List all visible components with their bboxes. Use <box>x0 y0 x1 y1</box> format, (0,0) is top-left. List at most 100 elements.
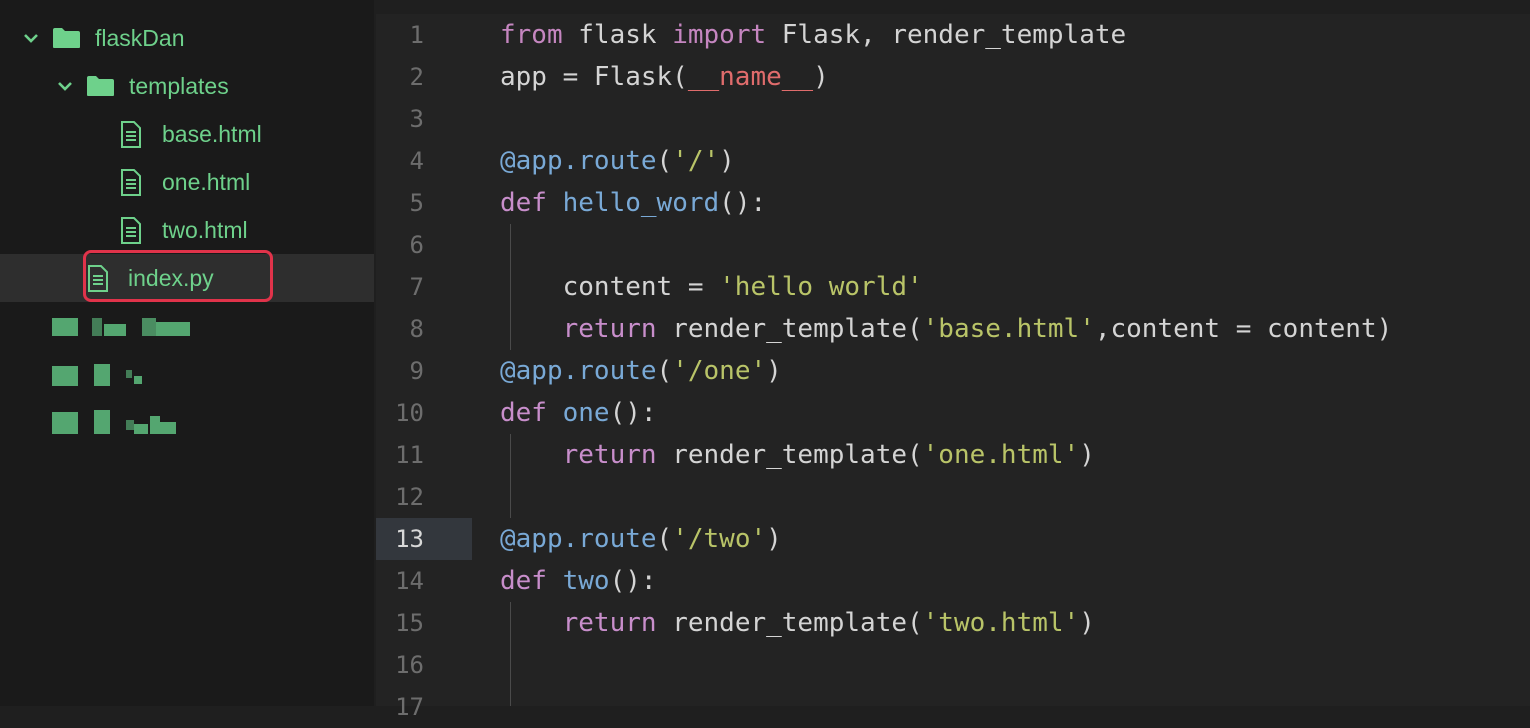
file-icon <box>121 216 141 244</box>
code-token: one <box>562 398 610 428</box>
code-token: 'base.html' <box>922 314 1095 344</box>
tree-label: one.html <box>162 168 251 195</box>
code-token <box>500 440 563 470</box>
code-token: (): <box>719 188 767 218</box>
code-token: import <box>672 20 767 50</box>
code-token: Flask, render_template <box>766 20 1127 50</box>
line-number: 4 <box>409 147 424 175</box>
code-token: render_template( <box>656 314 923 344</box>
tree-item-file[interactable]: one.html <box>0 158 374 206</box>
line-number: 2 <box>409 63 424 91</box>
code-line[interactable]: def hello_word(): <box>500 182 766 224</box>
code-line[interactable]: @app.route('/one') <box>500 350 782 392</box>
code-token: def <box>500 566 547 596</box>
code-token: render_template( <box>656 608 923 638</box>
code-line[interactable]: @app.route('/two') <box>500 518 782 560</box>
code-token: two <box>562 566 610 596</box>
code-line[interactable]: from flask import Flask, render_template <box>500 14 1126 56</box>
line-number: 14 <box>395 567 424 595</box>
code-token: 'hello world' <box>719 272 923 302</box>
code-token: 'one.html' <box>922 440 1080 470</box>
code-line[interactable]: @app.route('/') <box>500 140 735 182</box>
code-token: '/one' <box>672 356 767 386</box>
code-token <box>500 608 563 638</box>
tree-label: base.html <box>162 120 262 147</box>
file-icon <box>121 168 141 196</box>
code-token: def <box>500 398 547 428</box>
line-number: 8 <box>409 315 424 343</box>
code-line[interactable]: app = Flask(__name__) <box>500 56 829 98</box>
code-token: ) <box>1079 608 1095 638</box>
code-line[interactable]: return render_template('two.html') <box>500 602 1095 644</box>
code-token: from <box>500 20 563 50</box>
code-token: app = Flask( <box>500 62 688 92</box>
folder-icon <box>53 28 80 48</box>
code-token: 'two.html' <box>922 608 1080 638</box>
chevron-down-icon[interactable] <box>22 29 40 47</box>
line-number: 6 <box>409 231 424 259</box>
code-token: ,content = content) <box>1094 314 1393 344</box>
code-token: render_template( <box>656 440 923 470</box>
code-token: ) <box>766 356 782 386</box>
code-token: '/two' <box>672 524 767 554</box>
tree-item-templates[interactable]: templates <box>0 62 374 110</box>
code-token: ( <box>656 524 673 554</box>
line-number: 7 <box>409 273 424 301</box>
tree-label: templates <box>129 72 229 99</box>
tree-label: flaskDan <box>95 24 185 51</box>
code-token: return <box>562 314 657 344</box>
line-number: 3 <box>409 105 424 133</box>
code-token: flask <box>562 20 673 50</box>
code-token: def <box>500 188 547 218</box>
tree-item-flaskdan[interactable]: flaskDan <box>0 14 374 62</box>
tree-item-file[interactable]: base.html <box>0 110 374 158</box>
code-line[interactable]: def one(): <box>500 392 657 434</box>
tree-label: two.html <box>162 216 248 243</box>
line-number: 1 <box>409 21 424 49</box>
active-line-gutter-highlight <box>376 518 472 560</box>
code-line[interactable]: return render_template('base.html',conte… <box>500 308 1393 350</box>
line-number: 17 <box>395 693 424 721</box>
code-token: '/' <box>672 146 720 176</box>
tree-item-file[interactable]: two.html <box>0 206 374 254</box>
code-token: ) <box>719 146 735 176</box>
obscured-tree-item <box>0 308 374 348</box>
code-token: ) <box>1079 440 1095 470</box>
code-token: (): <box>609 398 657 428</box>
tree-item-index-py[interactable]: index.py <box>0 254 374 302</box>
code-token: hello_word <box>562 188 720 218</box>
file-icon <box>88 264 108 292</box>
folder-icon <box>87 76 114 96</box>
line-number: 16 <box>395 651 424 679</box>
code-token: @app.route <box>500 146 657 176</box>
code-token <box>500 314 563 344</box>
code-token: content = <box>500 272 720 302</box>
line-number: 13 <box>395 525 424 553</box>
code-token: return <box>562 440 657 470</box>
indent-guide <box>510 602 511 706</box>
chevron-down-icon[interactable] <box>56 77 74 95</box>
line-number: 9 <box>409 357 424 385</box>
code-token: ( <box>656 356 673 386</box>
code-token: ) <box>813 62 829 92</box>
obscured-tree-item <box>0 356 374 396</box>
obscured-tree-item <box>0 404 374 444</box>
line-number: 11 <box>395 441 424 469</box>
code-token: @app.route <box>500 524 657 554</box>
code-line[interactable]: return render_template('one.html') <box>500 434 1095 476</box>
code-token: (): <box>609 566 657 596</box>
code-token <box>547 566 563 596</box>
code-token: ( <box>656 146 673 176</box>
file-tree-sidebar: flaskDan templates base.html <box>0 0 374 706</box>
code-line[interactable]: def two(): <box>500 560 657 602</box>
selection-highlight-box <box>83 250 273 302</box>
line-number: 5 <box>409 189 424 217</box>
code-token: __name__ <box>687 62 814 92</box>
line-number: 10 <box>395 399 424 427</box>
code-line[interactable]: content = 'hello world' <box>500 266 923 308</box>
indent-guide <box>510 224 511 350</box>
code-token: @app.route <box>500 356 657 386</box>
indent-guide <box>510 434 511 518</box>
